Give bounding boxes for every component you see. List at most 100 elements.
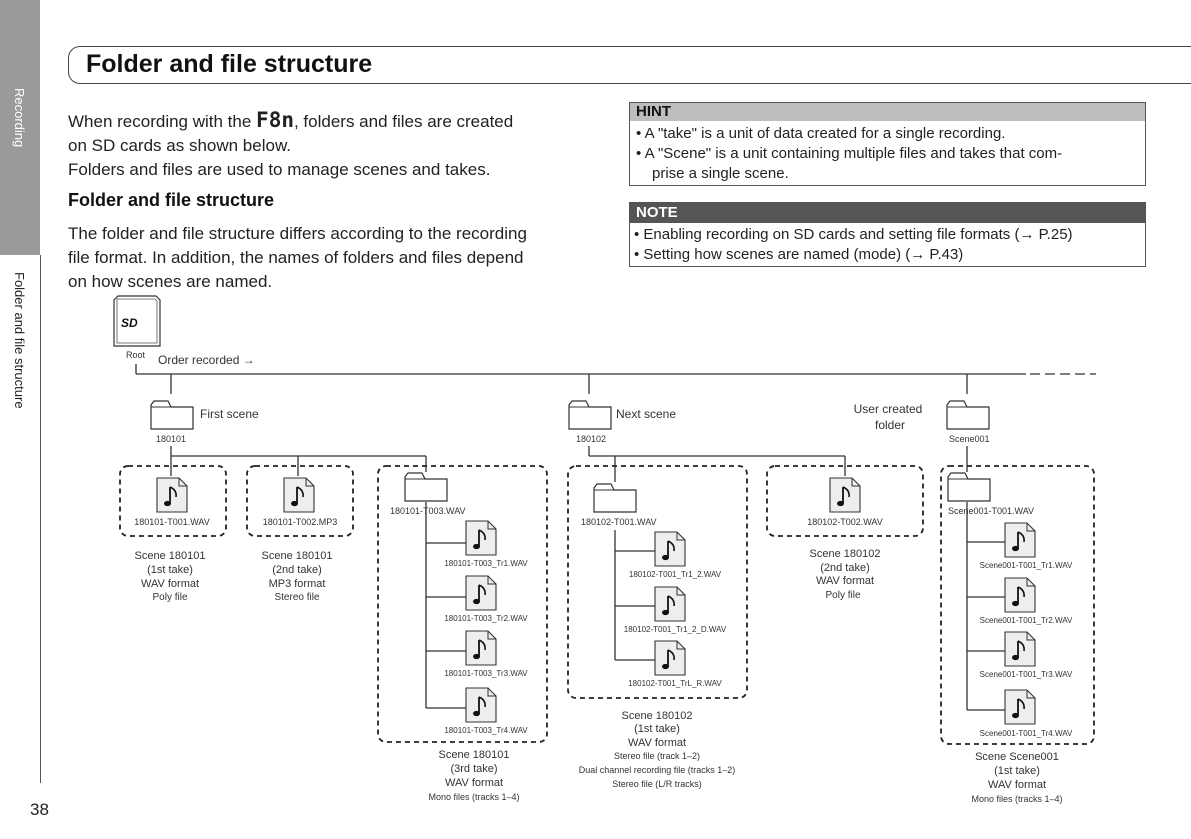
sidebar-section-tab xyxy=(0,0,40,255)
title-frame xyxy=(68,46,1191,84)
folder-icon xyxy=(947,472,991,502)
audio-file-icon xyxy=(465,520,497,556)
folder-caption: folder xyxy=(875,418,905,432)
diagram-caption-line: (1st take) xyxy=(994,765,1040,777)
audio-file-icon xyxy=(1004,522,1036,558)
file-name: 180102-T001_TrL_R.WAV xyxy=(628,679,722,688)
file-name: 180102-T001.WAV xyxy=(581,517,657,527)
diagram-caption-line: Scene 180101 xyxy=(439,749,510,761)
diagram-caption-line: SD xyxy=(121,316,138,330)
note-item: • Enabling recording on SD cards and set… xyxy=(634,226,1073,243)
folder-icon xyxy=(404,472,448,502)
note-list: • Enabling recording on SD cards and set… xyxy=(634,225,1144,265)
diagram-caption-line: Scene 180101 xyxy=(135,550,206,562)
diagram-caption-line: MP3 format xyxy=(269,578,326,590)
audio-file-icon xyxy=(465,687,497,723)
audio-file-icon xyxy=(829,477,861,513)
file-name: 180101-T003_Tr1.WAV xyxy=(444,559,528,568)
file-name: Scene001-T001_Tr2.WAV xyxy=(980,616,1073,625)
diagram-caption-line: (1st take) xyxy=(634,723,680,735)
audio-file-icon xyxy=(1004,689,1036,725)
file-name: 180101-T003_Tr2.WAV xyxy=(444,614,528,623)
diagram-caption-line: WAV format xyxy=(816,575,874,587)
diagram-caption-line: WAV format xyxy=(141,578,199,590)
diagram-caption-line: Stereo file (track 1–2) xyxy=(614,751,700,761)
audio-file-icon xyxy=(465,575,497,611)
file-name: Scene001-T001_Tr3.WAV xyxy=(980,670,1073,679)
audio-file-icon xyxy=(283,477,315,513)
file-name: 180101-T003_Tr3.WAV xyxy=(444,669,528,678)
folder-name: 180102 xyxy=(576,434,606,444)
diagram-caption-line: Scene 180102 xyxy=(810,548,881,560)
hint-item: • A "Scene" is a unit containing multipl… xyxy=(636,145,1063,162)
diagram-caption-line: Scene 180101 xyxy=(262,550,333,562)
diagram-caption-line: Mono files (tracks 1–4) xyxy=(971,794,1062,804)
hint-item: • A "take" is a unit of data created for… xyxy=(636,125,1006,142)
file-name: 180102-T001_Tr1_2.WAV xyxy=(629,570,722,579)
note-item: • Setting how scenes are named (mode) (→… xyxy=(634,246,964,263)
diagram-caption-line: Scene 180102 xyxy=(622,710,693,722)
page-title: Folder and file structure xyxy=(86,50,373,78)
hint-box xyxy=(629,102,1146,186)
sidebar-sub-label: Folder and file structure xyxy=(12,272,27,409)
diagram-caption-line: (1st take) xyxy=(147,564,193,576)
page-number: 38 xyxy=(30,800,49,819)
diagram-caption-line: Scene Scene001 xyxy=(975,751,1059,763)
note-heading: NOTE xyxy=(630,203,1145,223)
file-name: Scene001-T001_Tr4.WAV xyxy=(980,729,1073,738)
sidebar-divider xyxy=(40,255,41,783)
diagram-caption-line: Mono files (tracks 1–4) xyxy=(428,792,519,802)
body-paragraph: The folder and file structure differs ac… xyxy=(68,224,527,291)
diagram-caption-line: Poly file xyxy=(152,592,187,603)
folder-icon xyxy=(150,400,194,430)
tree-lines xyxy=(135,364,1096,711)
sidebar-section-label: Recording xyxy=(12,88,27,148)
diagram-caption-line: (2nd take) xyxy=(272,564,322,576)
order-recorded-label: Order recorded → xyxy=(158,353,255,367)
folder-name: 180101 xyxy=(156,434,186,444)
folder-icon xyxy=(568,400,612,430)
hint-list: • A "take" is a unit of data created for… xyxy=(636,124,1141,184)
hint-heading: HINT xyxy=(630,103,1145,121)
diagram-caption-line: WAV format xyxy=(628,737,686,749)
file-name: Scene001-T001_Tr1.WAV xyxy=(980,561,1073,570)
file-name: 180101-T001.WAV xyxy=(134,517,210,527)
audio-file-icon xyxy=(654,586,686,622)
file-name: 180102-T001_Tr1_2_D.WAV xyxy=(624,625,727,634)
diagram-caption-line: (3rd take) xyxy=(450,763,497,775)
file-name: 180101-T002.MP3 xyxy=(263,517,338,527)
audio-file-icon xyxy=(654,640,686,676)
audio-file-icon xyxy=(465,630,497,666)
diagram-caption-line: WAV format xyxy=(988,779,1046,791)
product-brand: F8n xyxy=(256,108,294,132)
diagram-caption-line: Stereo file (L/R tracks) xyxy=(612,779,702,789)
folder-icon xyxy=(593,483,637,513)
take-boxes xyxy=(119,465,1095,745)
intro-paragraph: When recording with the F8n, folders and… xyxy=(68,108,514,179)
file-name: 180101-T003.WAV xyxy=(390,506,466,516)
file-name: 180101-T003_Tr4.WAV xyxy=(444,726,528,735)
folder-caption: User created xyxy=(854,402,923,416)
sd-card-icon: SD xyxy=(113,295,161,347)
root-label: Root xyxy=(126,350,146,360)
file-name: 180102-T002.WAV xyxy=(807,517,883,527)
folder-name: Scene001 xyxy=(949,434,990,444)
hint-item: prise a single scene. xyxy=(652,165,789,182)
file-name: Scene001-T001.WAV xyxy=(948,506,1034,516)
audio-file-icon xyxy=(1004,577,1036,613)
folder-caption: Next scene xyxy=(616,407,676,421)
take-captions: Scene 180101 (1st take) WAV format Poly … xyxy=(135,548,1063,804)
diagram-caption-line: (2nd take) xyxy=(820,562,870,574)
folder-icon xyxy=(946,400,990,430)
audio-file-icon xyxy=(156,477,188,513)
diagram-caption-line: Stereo file xyxy=(274,592,319,603)
diagram-caption-line: WAV format xyxy=(445,777,503,789)
diagram-caption-line: Poly file xyxy=(825,590,860,601)
folder-caption: First scene xyxy=(200,407,259,421)
audio-file-icon xyxy=(1004,631,1036,667)
audio-file-icon xyxy=(654,531,686,567)
diagram-caption-line: Dual channel recording file (tracks 1–2) xyxy=(579,765,736,775)
section-heading: Folder and file structure xyxy=(68,190,275,210)
note-box xyxy=(629,202,1146,267)
